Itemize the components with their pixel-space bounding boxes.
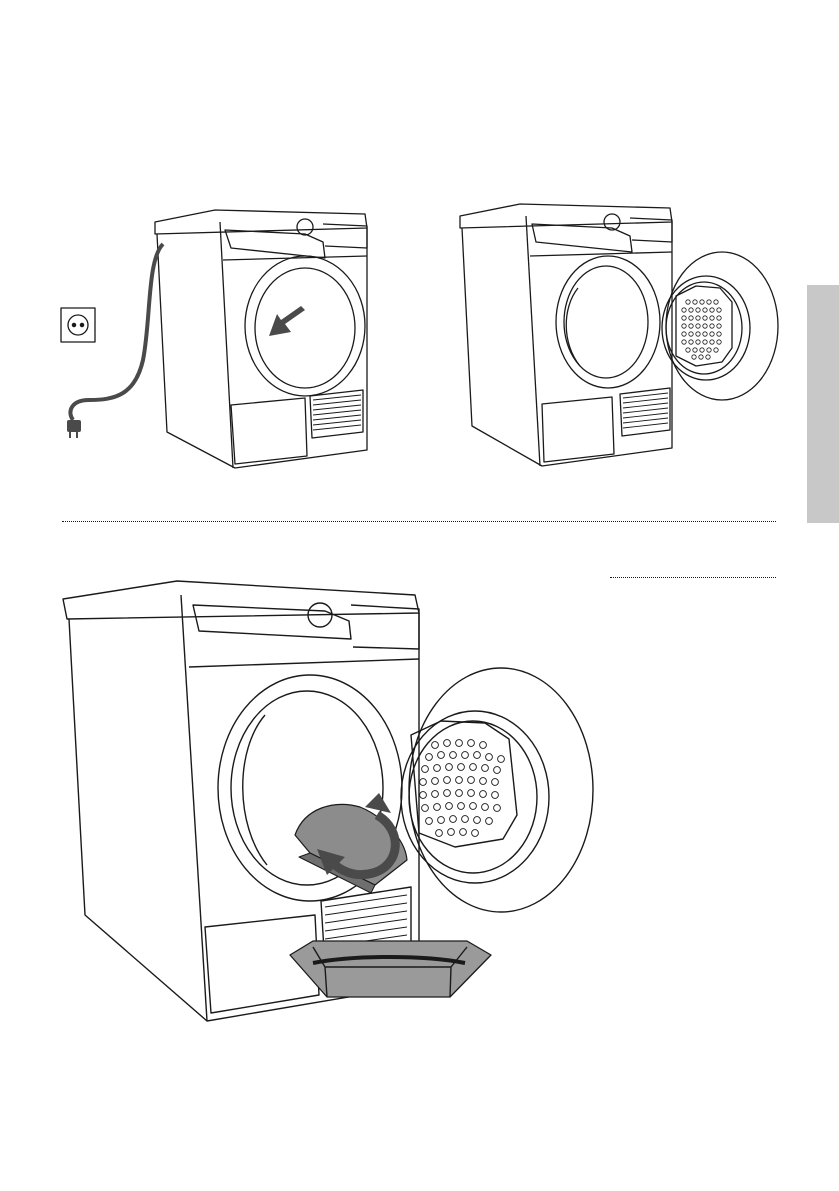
filter-holes: [420, 740, 505, 837]
section-divider: [62, 521, 776, 522]
door-filter: [676, 286, 732, 366]
door-filter: [411, 721, 517, 847]
power-plug-icon: [67, 420, 81, 438]
figure-step-1-unplug: [55, 200, 375, 480]
wall-socket-icon: [61, 308, 95, 342]
arrow-down-left-icon: [269, 306, 305, 336]
section-tab-marker: [807, 285, 839, 523]
subsection-divider: [610, 577, 776, 578]
collection-tray: [290, 941, 491, 997]
figure-step-2-open-door: [450, 198, 790, 478]
fluff-filter: [295, 804, 407, 893]
figure-step-3-remove-filter: [55, 575, 615, 1035]
filter-holes: [682, 300, 721, 359]
